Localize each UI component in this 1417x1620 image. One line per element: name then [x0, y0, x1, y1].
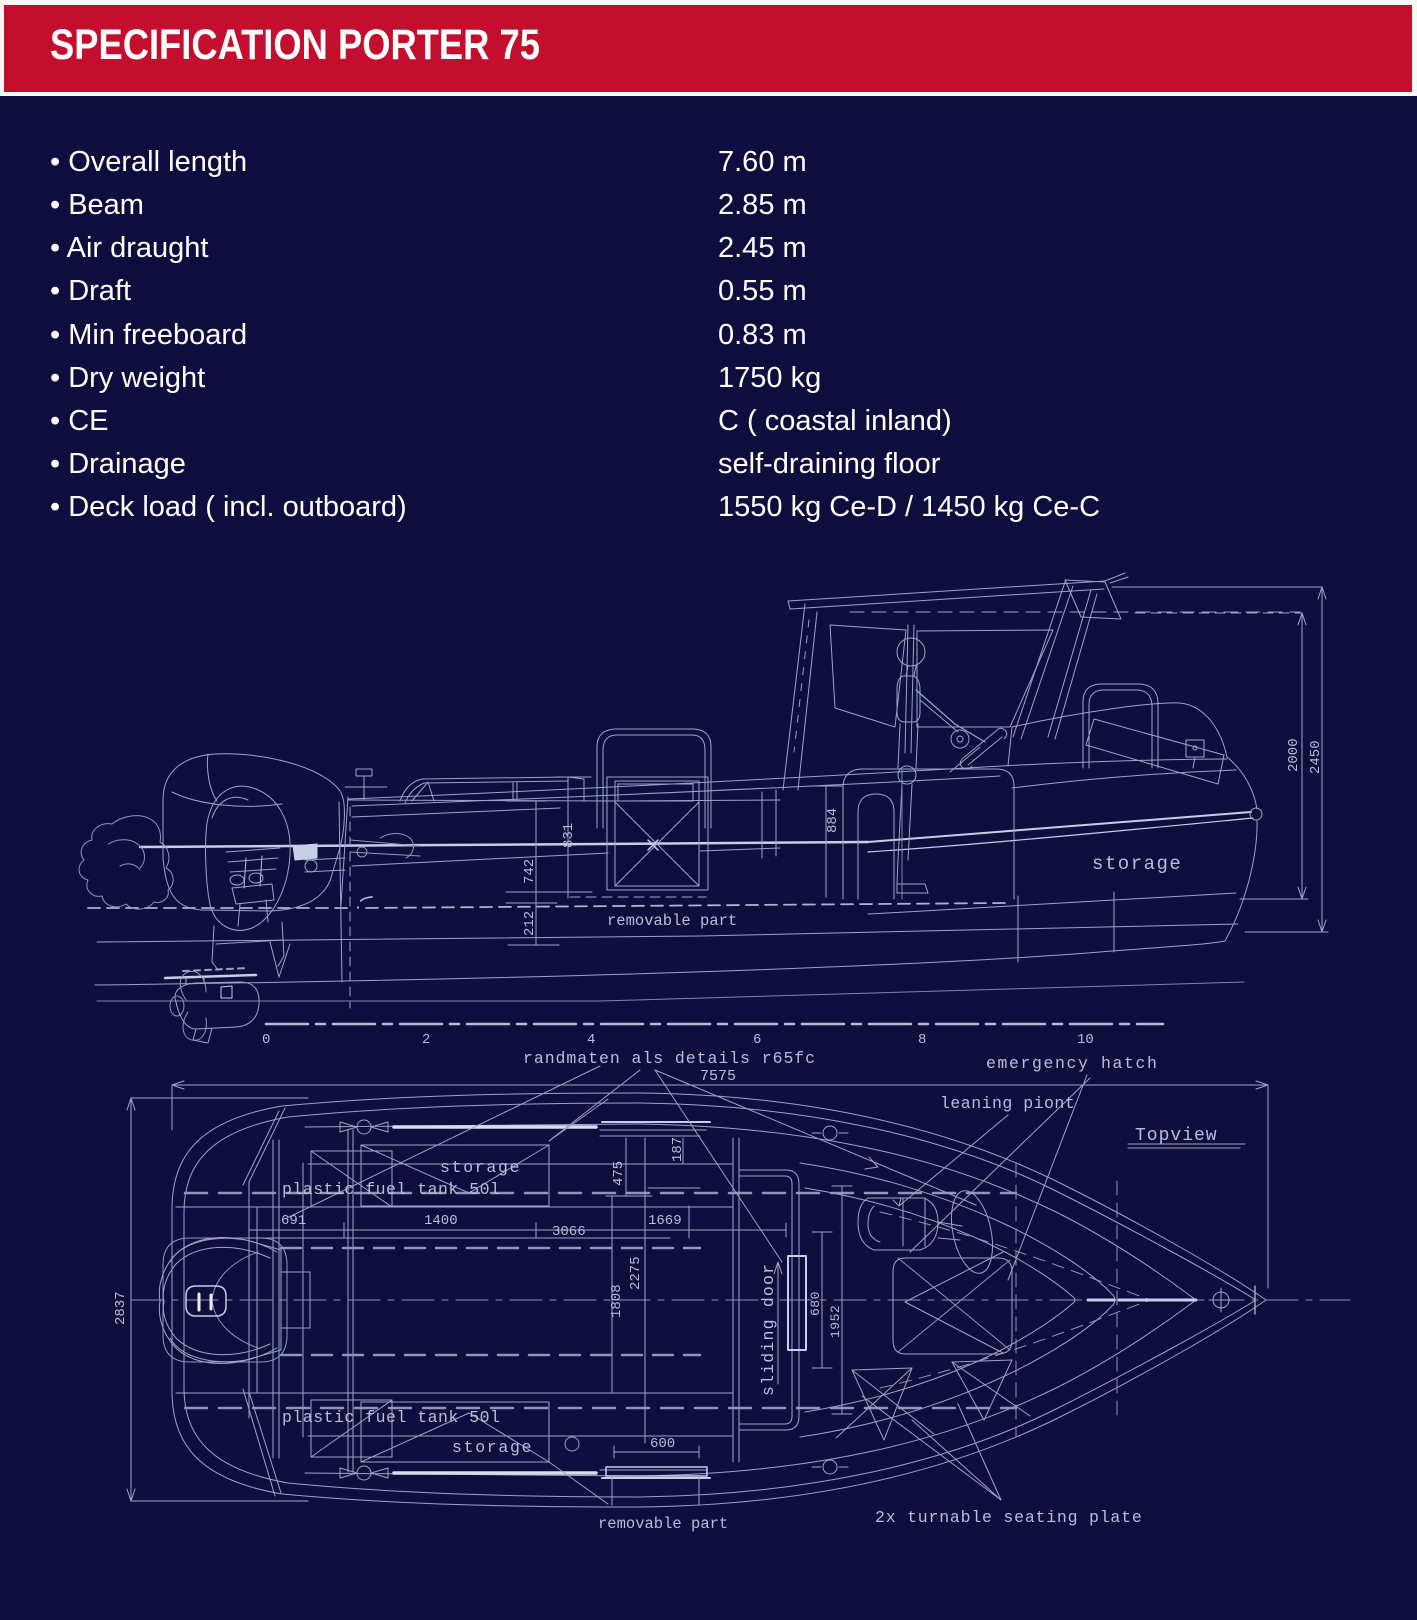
svg-text:187: 187: [670, 1137, 686, 1162]
svg-text:2: 2: [422, 1032, 430, 1048]
svg-text:plastic fuel tank 50l: plastic fuel tank 50l: [282, 1408, 500, 1427]
svg-text:0: 0: [262, 1032, 270, 1048]
svg-text:storage: storage: [440, 1158, 521, 1177]
svg-text:storage: storage: [452, 1438, 533, 1457]
svg-text:10: 10: [1077, 1032, 1094, 1048]
svg-text:removable part: removable part: [607, 912, 737, 930]
svg-text:Topview: Topview: [1135, 1126, 1218, 1146]
svg-text:475: 475: [611, 1161, 627, 1186]
svg-text:691: 691: [281, 1213, 306, 1229]
svg-text:3066: 3066: [552, 1224, 586, 1240]
svg-text:1400: 1400: [424, 1213, 458, 1229]
svg-text:1669: 1669: [648, 1213, 682, 1229]
svg-text:emergency hatch: emergency hatch: [986, 1054, 1159, 1073]
svg-text:4: 4: [587, 1032, 595, 1048]
svg-text:680: 680: [808, 1291, 823, 1316]
svg-text:884: 884: [825, 808, 841, 833]
svg-text:plastic fuel tank 50l: plastic fuel tank 50l: [282, 1180, 500, 1199]
svg-text:2837: 2837: [113, 1291, 129, 1325]
svg-text:sliding door: sliding door: [759, 1263, 778, 1396]
svg-text:1808: 1808: [609, 1284, 625, 1318]
svg-text:6: 6: [753, 1032, 761, 1048]
svg-text:600: 600: [650, 1436, 675, 1452]
svg-text:storage: storage: [1092, 853, 1182, 875]
svg-text:2000: 2000: [1286, 738, 1302, 772]
svg-text:2x turnable seating plate: 2x turnable seating plate: [875, 1508, 1143, 1527]
svg-text:742: 742: [522, 859, 538, 884]
svg-text:212: 212: [522, 911, 538, 936]
svg-text:2450: 2450: [1308, 740, 1324, 774]
svg-text:7575: 7575: [700, 1068, 736, 1085]
svg-text:randmaten als details r65fc: randmaten als details r65fc: [523, 1049, 816, 1068]
svg-text:1952: 1952: [828, 1305, 843, 1338]
svg-text:leaning piont: leaning piont: [940, 1094, 1075, 1113]
svg-text:2275: 2275: [628, 1256, 644, 1290]
svg-text:8: 8: [918, 1032, 926, 1048]
svg-text:removable part: removable part: [598, 1515, 728, 1533]
svg-text:831: 831: [561, 823, 577, 848]
